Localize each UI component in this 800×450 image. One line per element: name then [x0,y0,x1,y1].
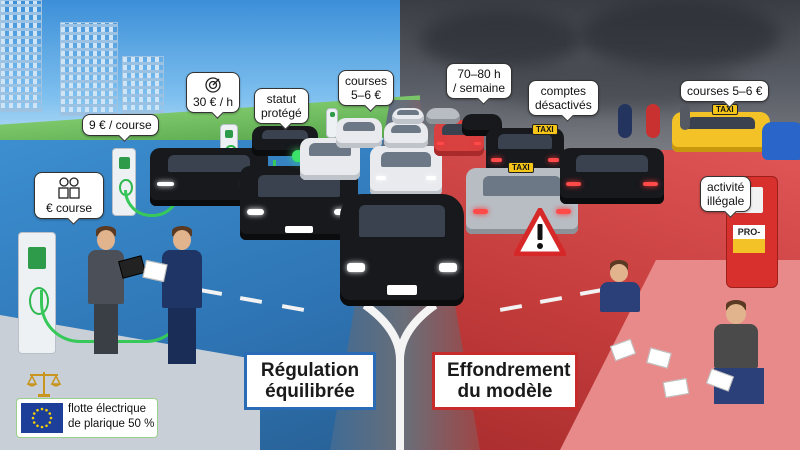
bubble-text-line1: courses [345,74,388,88]
pump-brand-label: PRO- [733,225,765,239]
bubble-text-line2: / semaine [453,81,506,95]
bubble-course-price-group: € course [34,172,104,219]
eu-text-line2: de plarique 50 % [68,418,155,430]
bubble-hourly-rate: 30 € / h [186,72,241,113]
black-sedan [560,148,664,204]
bubble-course-price: 9 € / course [82,114,159,136]
bubble-work-hours: 70–80 h / semaine [446,63,513,99]
title-regulation-balanced: Régulation équilibrée [244,352,376,410]
office-building [60,22,118,116]
bubble-deactivated-accounts: comptes désactivés [528,80,599,116]
businessman-with-tablet [86,226,126,356]
white-car [370,146,442,196]
bubble-text-line1: statut [266,92,297,106]
bubble-text-line2: 5–6 € [351,88,382,102]
bystander [680,104,690,130]
protester-blue [618,104,632,138]
people-group-icon [58,177,80,199]
eu-info-box: flotte électrique de plarique 50 % [16,398,158,438]
bubble-text-line1: activité [707,180,745,194]
bubble-text: courses 5–6 € [687,84,763,98]
taxi-roof-sign: TAXI [712,104,738,115]
blue-car [762,122,800,160]
bubble-text: € course [45,201,93,215]
target-check-icon [205,77,221,93]
office-building [122,56,164,114]
white-car [336,118,382,148]
bubble-text-line2: illégale [707,194,745,208]
distressed-driver [590,260,650,320]
bubble-text-line2: protégé [261,106,302,120]
warning-triangle-icon [514,208,566,256]
title-line2: du modèle [457,381,553,402]
distressed-driver [700,300,770,410]
eu-flag-icon [21,403,63,433]
taxi-roof-sign: TAXI [532,124,558,135]
white-car [392,108,424,124]
businessman-with-document [160,226,204,366]
grey-taxi [466,168,578,234]
taxi-roof-sign: TAXI [508,162,534,173]
scales-of-justice-icon [26,372,62,397]
road-fork-marking [362,301,438,450]
title-line2: équilibrée [265,381,355,402]
title-line1: Régulation [260,360,360,381]
white-car [384,122,428,148]
bubble-course-range-left: courses 5–6 € [338,70,395,106]
bubble-text: 30 € / h [193,95,234,109]
bubble-illegal-activity: activité illégale [700,176,752,212]
lead-black-sedan [340,194,464,306]
grey-car [426,108,460,124]
bubble-text: 9 € / course [89,118,152,132]
bubble-protected-status: statut protégé [254,88,309,124]
title-model-collapse: Effondrement du modèle [432,352,578,410]
eu-text-line1: flotte électrique [68,403,146,415]
bubble-text-line2: désactivés [535,98,592,112]
skyscraper [0,0,42,112]
protester-red [646,104,660,138]
bubble-text-line1: comptes [540,84,587,98]
title-line1: Effondrement [447,360,571,381]
bubble-text-line1: 70–80 h [457,67,501,81]
bubble-course-range-right: courses 5–6 € [680,80,770,102]
